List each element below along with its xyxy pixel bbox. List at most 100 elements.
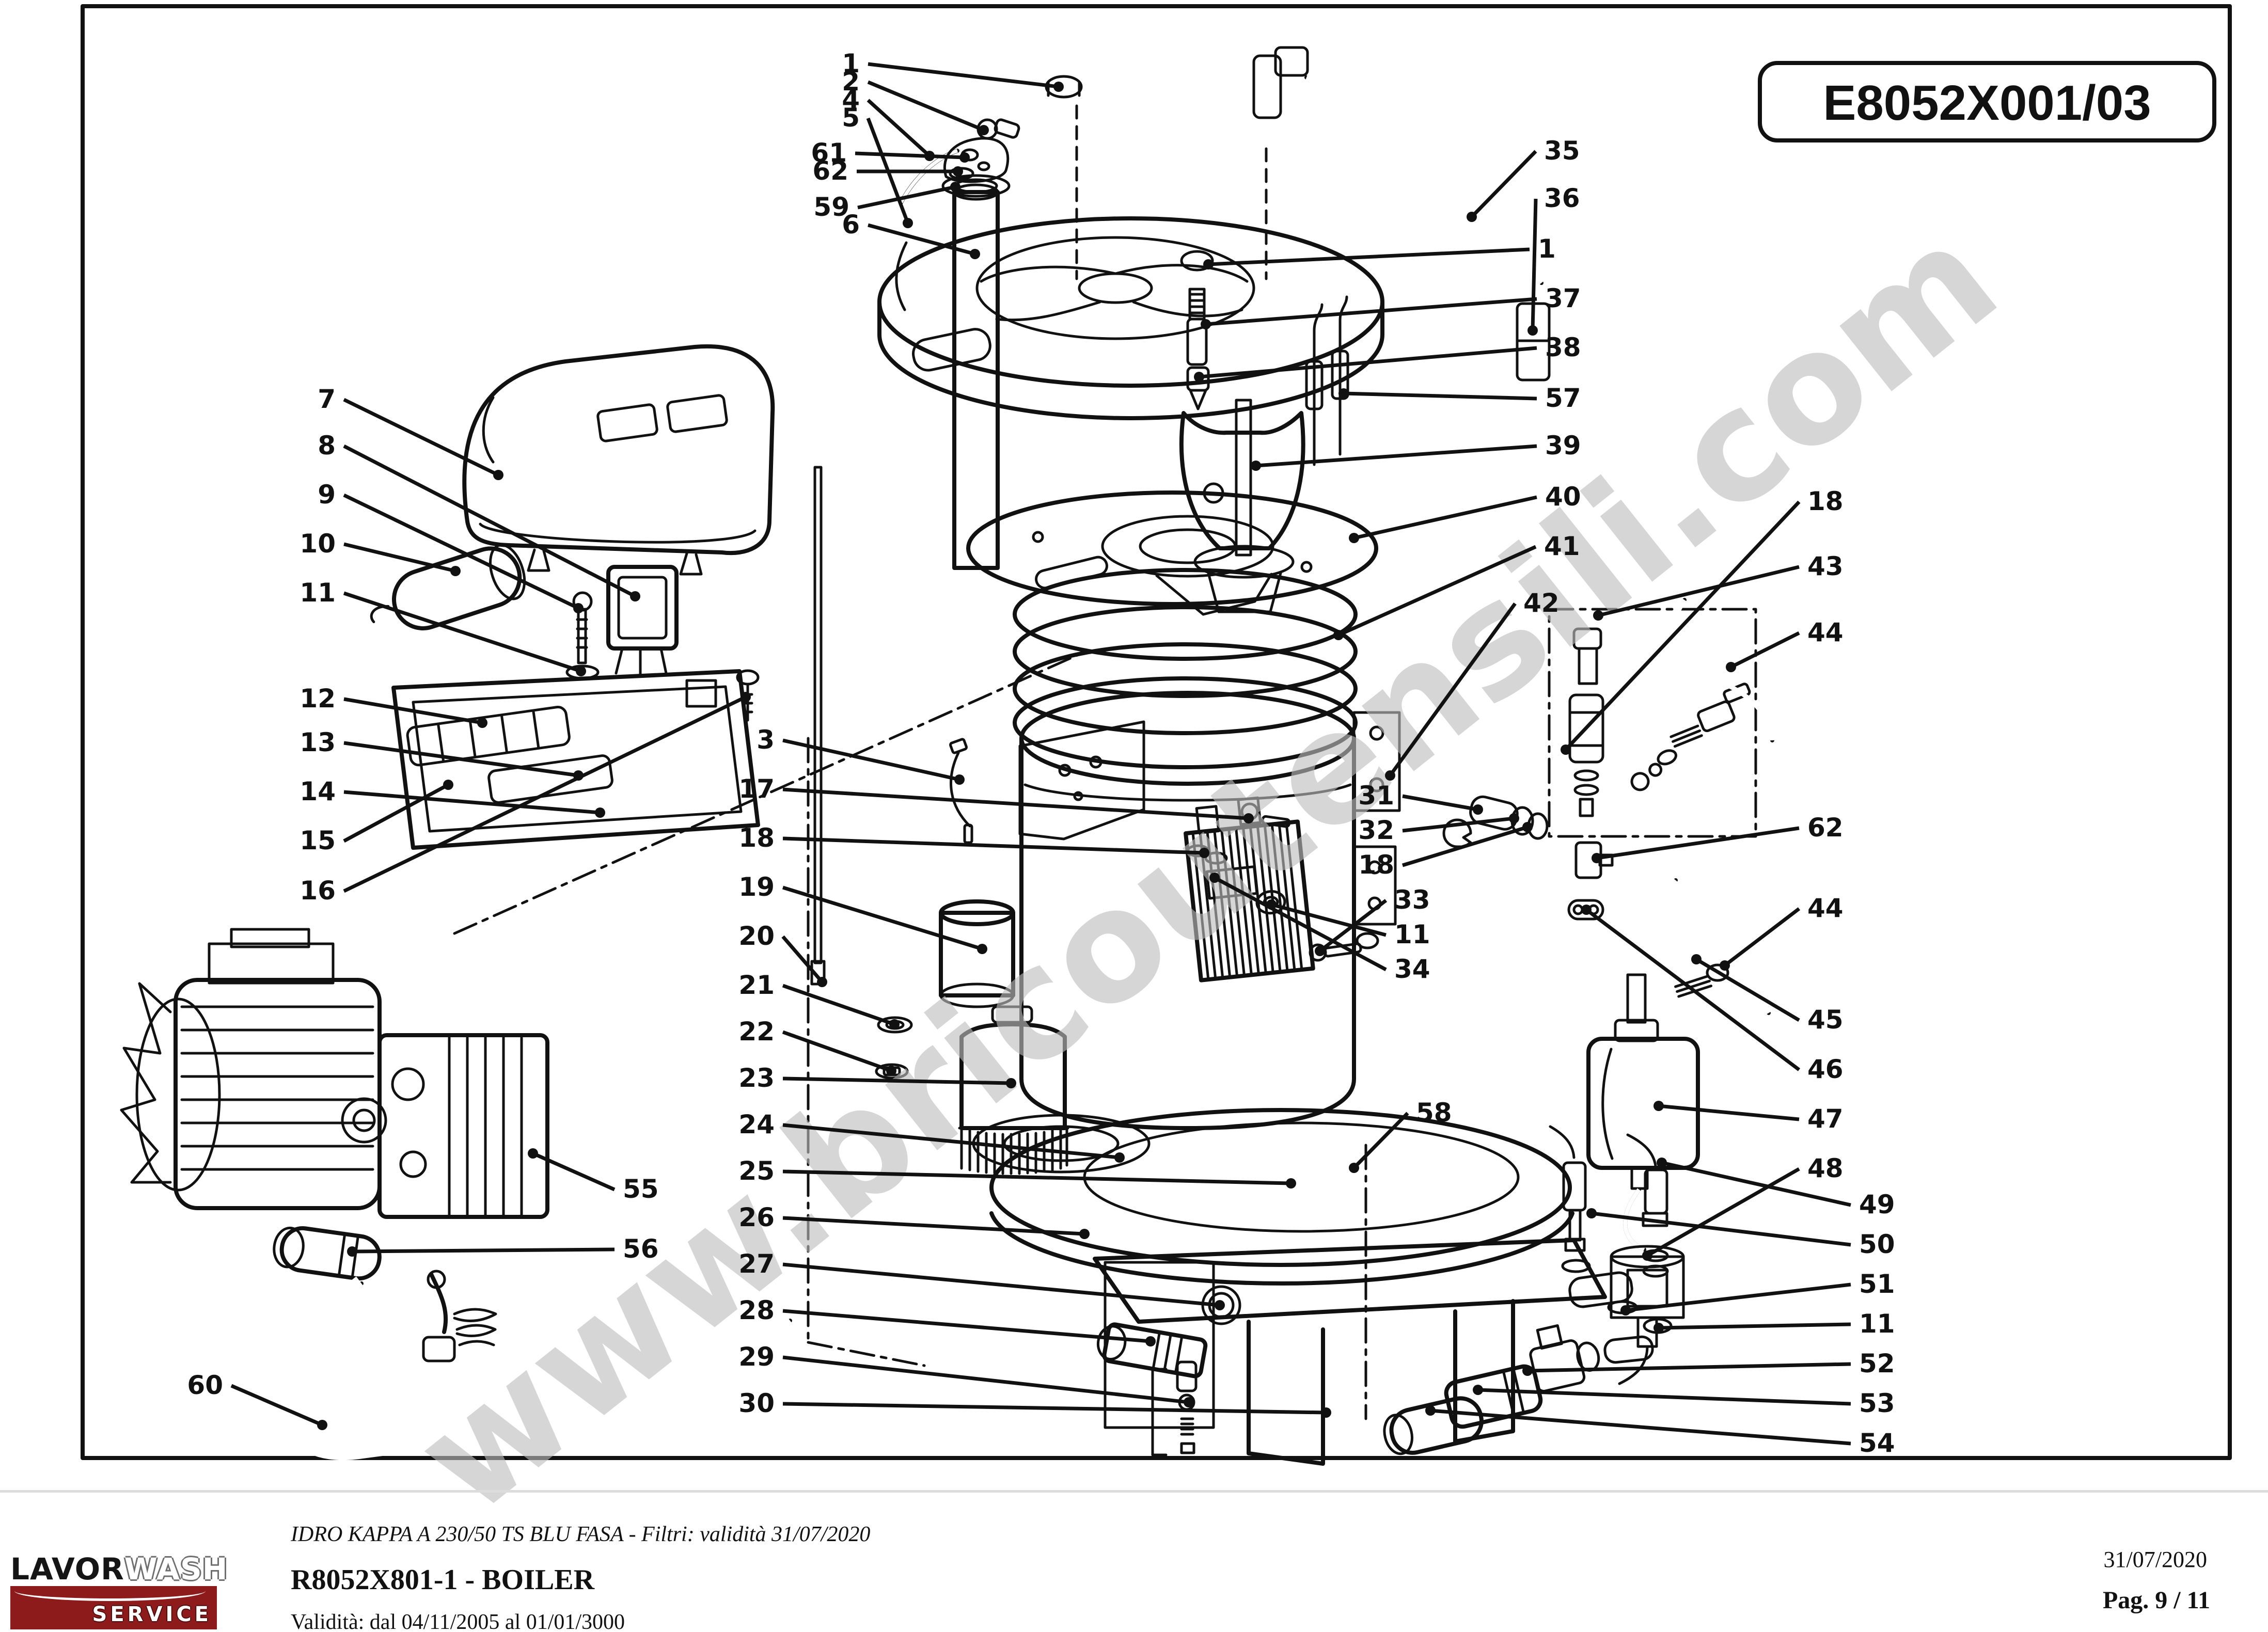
code-box: E8052X001/03 [1758,61,2216,142]
callout-dot-60 [317,1420,327,1430]
callout-leader-51 [1625,1282,1851,1312]
callout-dot-53 [1473,1385,1483,1395]
callout-label-48: 48 [1807,1153,1844,1183]
callout-label-21: 21 [738,970,775,1000]
keypad-drawing [406,706,571,767]
logo-brand: LAVORWASH [10,1553,227,1585]
callout-dot-62 [953,166,963,177]
hose-44a-drawing [1672,598,1775,742]
callout-leader-15 [343,783,449,843]
callout-label-11: 11 [1859,1309,1895,1339]
panel-plate-drawing [391,669,760,850]
callout-leader-8 [343,444,636,598]
callout-label-53: 53 [1859,1388,1895,1418]
callout-label-49: 49 [1859,1190,1895,1219]
callout-label-1: 1 [842,49,860,78]
callout-label-57: 57 [1545,383,1581,413]
callout-label-44: 44 [1807,893,1844,923]
callout-label-19: 19 [738,872,775,902]
callout-dot-1 [1203,259,1214,270]
gasket-drawing [487,754,613,804]
callout-leader-18 [1401,825,1529,867]
callout-label-52: 52 [1859,1349,1895,1379]
callout-leader-18 [782,836,1205,855]
callout-dot-33 [1315,946,1325,956]
callout-leader-2 [867,80,985,132]
callout-leader-22 [782,1030,892,1073]
safety-valve-kit-box [1548,608,1757,838]
callout-leader-13 [343,741,579,778]
callout-leader-45 [1695,957,1800,1022]
callout-leader-58 [1352,1112,1409,1169]
callout-leader-62 [1596,826,1800,860]
callout-leader-36 [1531,198,1538,331]
callout-dot-52 [1522,1366,1533,1376]
callout-label-56: 56 [623,1234,659,1264]
callout-leader-35 [1470,150,1537,218]
callout-leader-14 [343,790,601,815]
callout-label-47: 47 [1807,1104,1844,1134]
callout-label-22: 22 [738,1017,775,1047]
callout-dot-26 [1079,1229,1090,1239]
detail-link-line-3 [807,1341,926,1367]
callout-label-4: 4 [842,85,860,115]
callout-leader-1 [1208,247,1530,266]
callout-label-60: 60 [187,1370,223,1400]
callout-dot-1 [1053,82,1064,92]
elbow-hose-drawing [1252,46,1544,285]
callout-dot-51 [1620,1305,1631,1316]
callout-dot-55 [528,1148,538,1159]
screw-45-drawing [1674,963,1729,998]
callout-dot-50 [1586,1208,1597,1218]
callout-label-18: 18 [1358,850,1394,880]
callout-dot-10 [450,566,461,576]
callout-label-43: 43 [1807,551,1844,581]
footer-validity-line: Validità: dal 04/11/2005 al 01/01/3000 [291,1610,625,1632]
valve-kit-29-drawing [1151,1360,1198,1456]
level-rod-drawing [810,466,826,986]
callout-leader-17 [782,787,1249,820]
burner-plate-drawing [966,490,1378,616]
callout-dot-36 [1527,325,1538,336]
callout-leader-10 [343,542,456,573]
callout-label-11: 11 [300,578,336,608]
callout-label-36: 36 [1544,183,1580,213]
callout-leader-59 [857,185,956,210]
callout-dot-30 [1321,1407,1331,1418]
callout-leader-11 [343,591,582,673]
logo-swoosh [14,1581,206,1601]
callout-dot-57 [1338,388,1349,399]
switch-drawing [606,565,679,677]
callout-leader-40 [1353,495,1537,540]
callout-label-30: 30 [738,1388,775,1418]
fuel-pump-drawing [1586,973,1700,1251]
callout-label-3: 3 [757,725,775,755]
callout-label-14: 14 [300,777,336,806]
callout-dot-32 [1509,813,1519,823]
callout-label-61: 61 [811,138,847,168]
footer-page-number: Pag. 9 / 11 [2102,1587,2210,1614]
callout-label-25: 25 [738,1156,775,1186]
callout-leader-25 [782,1169,1292,1185]
callout-leader-20 [781,935,824,984]
callout-label-9: 9 [318,480,336,510]
callout-label-11: 11 [1394,920,1430,949]
callout-leader-23 [782,1076,1012,1085]
callout-dot-61 [959,152,970,163]
callout-leader-1 [868,62,1059,89]
callout-label-41: 41 [1544,531,1580,561]
callout-label-1: 1 [1538,234,1556,264]
callout-leader-53 [1477,1388,1851,1406]
code-box-label: E8052X001/03 [1823,75,2151,131]
callout-dot-5 [903,218,913,228]
callout-label-62: 62 [812,156,848,186]
callout-leader-29 [782,1355,1189,1404]
callout-dot-19 [977,944,987,954]
callout-dot-3 [954,774,965,785]
callout-dot-35 [1467,212,1477,222]
callout-dot-31 [1473,804,1483,815]
callout-label-27: 27 [738,1249,775,1279]
callout-leader-44 [1730,631,1800,669]
callout-dot-62 [1592,853,1602,863]
